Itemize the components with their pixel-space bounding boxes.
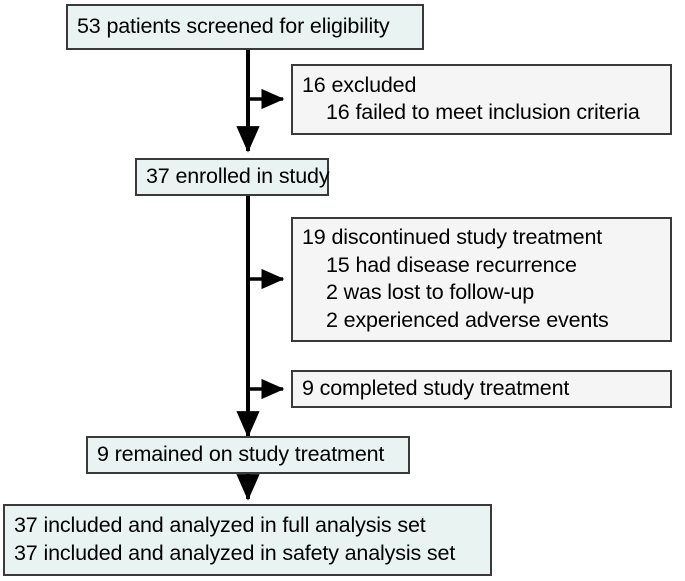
node-remained: 9 remained on study treatment: [86, 436, 410, 474]
node-completed-line-0: 9 completed study treatment: [302, 375, 570, 400]
node-excluded-line-1: 16 failed to meet inclusion criteria: [326, 100, 640, 124]
node-analyzed-line-0: 37 included and analyzed in full analysi…: [14, 513, 426, 537]
node-discontinued-line-1: 15 had disease recurrence: [326, 252, 577, 277]
node-discontinued-line-2: 2 was lost to follow-up: [326, 280, 535, 304]
node-excluded: 16 excluded 16 failed to meet inclusion …: [291, 64, 672, 135]
node-completed: 9 completed study treatment: [291, 370, 672, 408]
node-screened-line-0: 53 patients screened for eligibility: [77, 13, 390, 38]
node-analyzed: 37 included and analyzed in full analysi…: [3, 504, 492, 576]
node-discontinued-line-0: 19 discontinued study treatment: [302, 225, 603, 249]
node-enrolled: 37 enrolled in study: [135, 158, 330, 196]
node-discontinued-line-3: 2 experienced adverse events: [326, 307, 609, 332]
node-discontinued: 19 discontinued study treatment 15 had d…: [291, 217, 672, 342]
node-remained-line-0: 9 remained on study treatment: [97, 441, 385, 466]
node-excluded-line-0: 16 excluded: [302, 72, 417, 97]
node-enrolled-line-0: 37 enrolled in study: [146, 163, 330, 188]
node-analyzed-line-1: 37 included and analyzed in safety analy…: [14, 540, 456, 565]
node-screened: 53 patients screened for eligibility: [66, 4, 424, 50]
